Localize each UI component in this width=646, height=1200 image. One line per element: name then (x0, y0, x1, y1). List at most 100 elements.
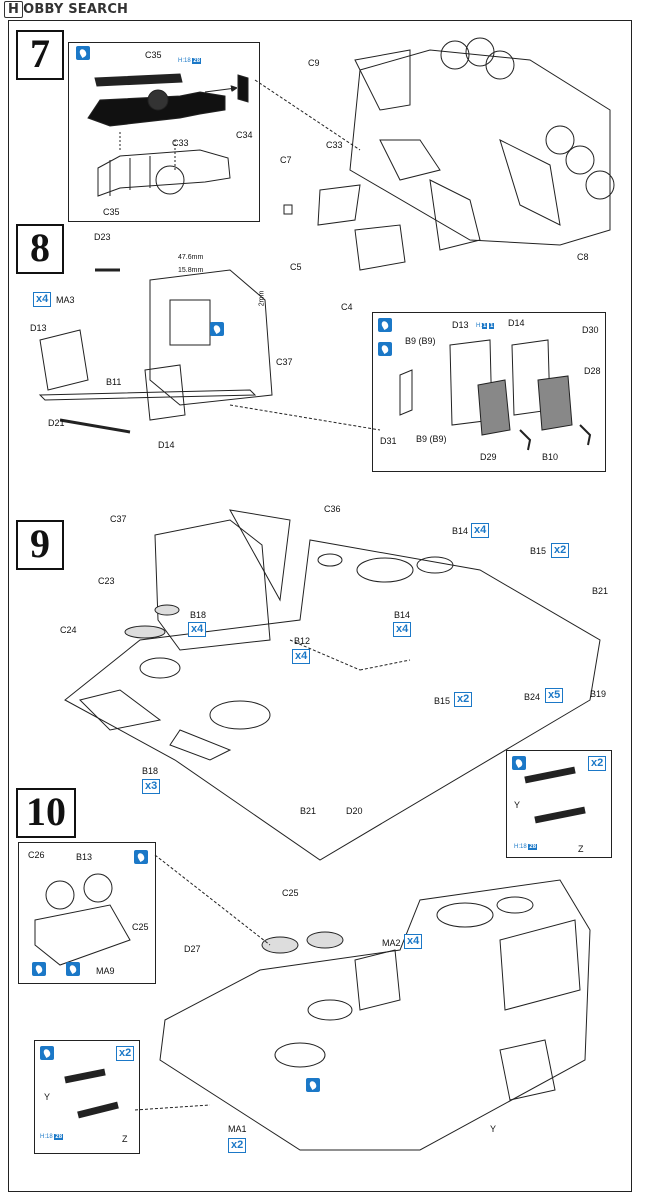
label-b15-lower: B15 (434, 696, 451, 706)
label-z: Z (578, 844, 584, 854)
label-b18-lower: B18 (142, 766, 159, 776)
quantity-x2-badge: x2 (588, 756, 607, 771)
label-c25-main: C25 (282, 888, 299, 898)
step-number-9: 9 (16, 520, 64, 570)
paint-icon (378, 318, 392, 332)
label-c8: C8 (577, 252, 589, 262)
label-c35-lower: C35 (103, 207, 120, 217)
label-b14: B14 (452, 526, 469, 536)
label-c23: C23 (98, 576, 115, 586)
label-d21: D21 (48, 418, 65, 428)
label-b10: B10 (542, 452, 559, 462)
label-b12: B12 (294, 636, 311, 646)
watermark-badge: O (23, 2, 35, 17)
label-c5: C5 (290, 262, 302, 272)
color-ref-h: H (476, 323, 481, 329)
quantity-x4-badge: x4 (404, 934, 423, 949)
label-c34: C34 (236, 130, 253, 140)
label-c37: C37 (110, 514, 127, 524)
label-y: Y (44, 1092, 51, 1102)
label-b18: B18 (190, 610, 207, 620)
quantity-x5-badge: x5 (545, 688, 564, 703)
label-d28: D28 (584, 366, 601, 376)
step8-detail-box (372, 312, 606, 472)
quantity-x2-badge: x2 (454, 692, 473, 707)
label-ma1: MA1 (228, 1124, 247, 1134)
step8-main-parts (38, 268, 381, 434)
label-c37: C37 (276, 357, 293, 367)
label-c4: C4 (341, 302, 353, 312)
color-ref-18: 18 (184, 58, 191, 64)
label-c7: C7 (280, 155, 292, 165)
label-d30: D30 (582, 325, 599, 335)
label-b11: B11 (106, 377, 122, 387)
watermark-text: BBY SEARCH (34, 2, 129, 17)
label-d14: D14 (158, 440, 175, 450)
color-ref-badge: H:18 28 (178, 58, 202, 64)
label-d14-detail: D14 (508, 318, 525, 328)
color-ref-1b: 1 (489, 323, 495, 329)
paint-icon (32, 962, 46, 976)
color-ref-badge: H:18 28 (40, 1134, 64, 1140)
step10-hull-parts (134, 854, 591, 1151)
label-ma3: MA3 (56, 295, 75, 305)
quantity-x4-badge: x4 (471, 523, 490, 538)
step10-detail-box-right (506, 750, 612, 858)
paint-icon (40, 1046, 54, 1060)
step7-detail-box (68, 42, 260, 222)
step10-detail-parts (34, 766, 586, 1119)
label-d13-detail: D13 (452, 320, 469, 330)
label-b24: B24 (524, 692, 541, 702)
color-ref-1a: 1 (482, 323, 488, 329)
label-d31: D31 (380, 436, 397, 446)
paint-icon (512, 756, 526, 770)
color-ref-28: 28 (528, 844, 538, 850)
step10-detail-box-left (18, 842, 156, 984)
label-d23: D23 (94, 232, 111, 242)
cement-icon (66, 962, 80, 976)
label-b9-bottom: B9 (B9) (416, 434, 447, 444)
label-d13: D13 (30, 323, 47, 333)
label-b14-lower: B14 (394, 610, 411, 620)
watermark-prefix: H (4, 1, 24, 18)
label-c26: C26 (28, 850, 45, 860)
paint-icon (76, 46, 90, 60)
quantity-x3-badge: x3 (142, 779, 161, 794)
label-b21: B21 (592, 586, 609, 596)
label-c36: C36 (324, 504, 341, 514)
label-y: Y (514, 800, 521, 810)
step8-detail-parts (399, 339, 592, 451)
color-ref-28: 28 (192, 58, 202, 64)
label-b21-lower: B21 (300, 806, 317, 816)
label-b15: B15 (530, 546, 547, 556)
color-ref-18: 18 (46, 1134, 53, 1140)
paint-icon (306, 1078, 320, 1092)
quantity-x4-badge: x4 (188, 622, 207, 637)
quantity-x4-badge: x4 (393, 622, 412, 637)
quantity-x4-badge: x4 (33, 292, 52, 307)
color-ref-28: 28 (54, 1134, 64, 1140)
instruction-sheet-border (8, 20, 632, 1192)
color-ref-h: H (514, 844, 519, 850)
color-ref-badge: H:18 28 (514, 844, 538, 850)
label-c33: C33 (172, 138, 189, 148)
label-d20: D20 (346, 806, 363, 816)
color-ref-18: 18 (520, 844, 527, 850)
quantity-x2-badge: x2 (228, 1138, 247, 1153)
label-dim-47-6mm: 47.6mm (178, 254, 204, 261)
label-ma2: MA2 (382, 938, 401, 948)
label-c25: C25 (132, 922, 149, 932)
label-d29: D29 (480, 452, 497, 462)
quantity-x4-badge: x4 (292, 649, 311, 664)
step7-detail-parts (87, 73, 249, 197)
label-dim-2mm: 2mm (258, 290, 266, 307)
step9-hull-parts (64, 509, 601, 861)
color-ref-h: H (178, 58, 183, 64)
label-b9-top: B9 (B9) (405, 336, 436, 346)
label-y-main: Y (490, 1124, 497, 1134)
step7-hull-parts (254, 37, 615, 271)
label-dim-15-8mm: 15.8mm (178, 267, 204, 274)
color-ref-h: H (40, 1134, 45, 1140)
